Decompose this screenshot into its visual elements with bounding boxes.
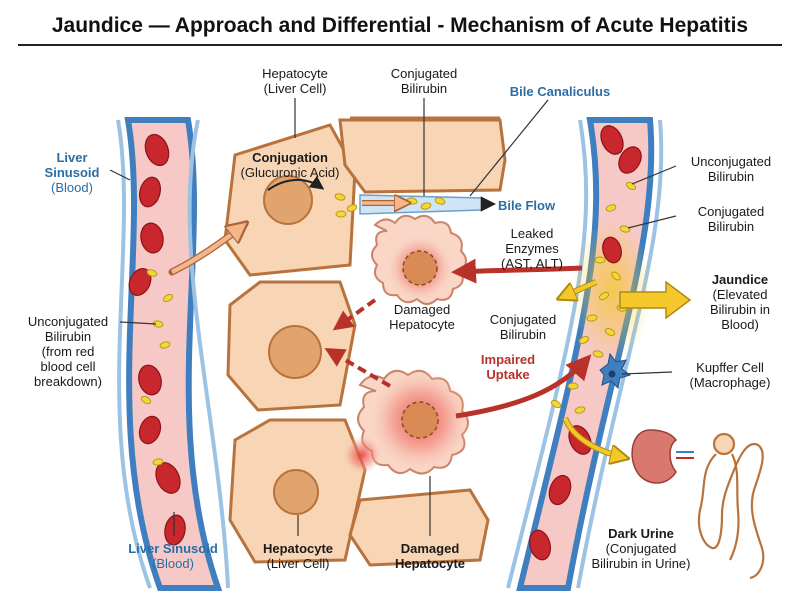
bile-flow-label: Bile Flow — [498, 198, 556, 213]
kupffer-cell-label: Kupffer Cell (Macrophage) — [689, 360, 771, 390]
leaked-enzymes-label: Leaked Enzymes (AST, ALT) — [501, 226, 563, 271]
bile-canaliculus-channel — [359, 194, 497, 215]
unconjugated-bilirubin-right-label: Unconjugated Bilirubin — [690, 154, 772, 184]
left-sinusoid-vessel — [116, 117, 230, 591]
bile-canaliculus-label: Bile Canaliculus — [509, 84, 611, 99]
hepatocyte-top-label: Hepatocyte (Liver Cell) — [262, 66, 328, 96]
hepatocyte-bottom-label: Hepatocyte (Liver Cell) — [262, 541, 334, 571]
title-rule — [18, 44, 782, 46]
kidney-icon — [631, 429, 694, 484]
liver-sinusoid-bottom-label: Liver Sinusoid (Blood) — [128, 541, 218, 571]
nephron-icon — [697, 432, 765, 580]
damaged-hepatocyte-lower — [342, 368, 472, 475]
damaged-hepatocyte-bottom-label: Damaged Hepatocyte — [394, 541, 466, 571]
jaundice-label: Jaundice (Elevated Bilirubin in Blood) — [710, 272, 770, 332]
kupffer-cell — [599, 352, 632, 390]
damaged-hepatocyte-mid-label: Damaged Hepatocyte — [389, 302, 455, 332]
bilirubin-particles — [140, 181, 637, 466]
conjugated-bilirubin-mid-label: Conjugated Bilirubin — [489, 312, 557, 342]
unconjugated-bilirubin-left-label: Unconjugated Bilirubin (from red blood c… — [27, 314, 109, 389]
page-title: Jaundice — Approach and Differential - M… — [51, 14, 749, 37]
impaired-uptake-label: Impaired Uptake — [480, 352, 536, 382]
damaged-hepatocyte-upper — [371, 214, 467, 305]
hepatocyte-cells — [223, 116, 507, 567]
conjugated-bilirubin-top-label: Conjugated Bilirubin — [390, 66, 458, 96]
process-arrows — [168, 175, 692, 458]
conjugation-label: Conjugation (Glucuronic Acid) — [240, 150, 340, 180]
liver-sinusoid-left-label: Liver Sinusoid (Blood) — [44, 150, 100, 195]
conjugated-bilirubin-right-label: Conjugated Bilirubin — [697, 204, 765, 234]
dark-urine-label: Dark Urine (Conjugated Bilirubin in Urin… — [591, 526, 691, 571]
